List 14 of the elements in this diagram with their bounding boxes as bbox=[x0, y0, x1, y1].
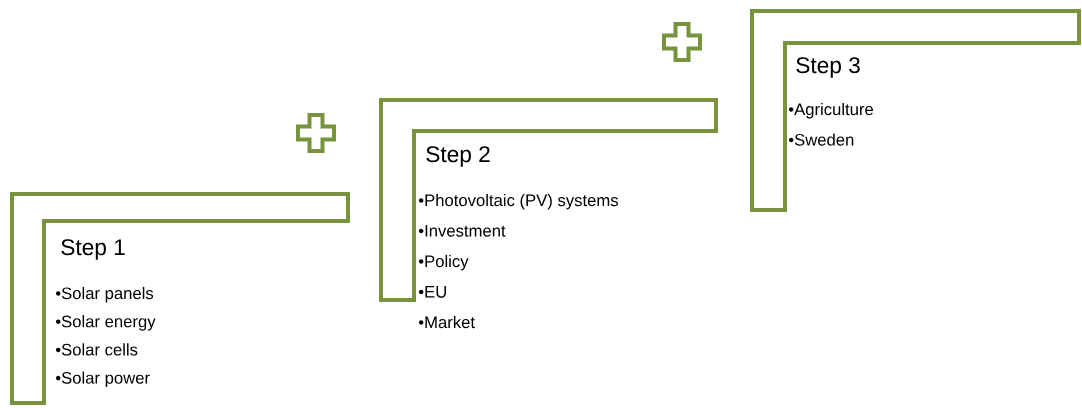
step-heading: Step 2 bbox=[426, 146, 490, 167]
bullet-item: •Solar energy bbox=[55, 315, 156, 331]
bullet-item: •Policy bbox=[418, 254, 469, 271]
bullet-item: •Sweden bbox=[788, 133, 854, 146]
bullet-item: •Investment bbox=[418, 225, 506, 237]
step-heading: Step 1 bbox=[61, 239, 125, 260]
bullet-item: •Solar cells bbox=[55, 343, 138, 356]
bullet-item: •Solar power bbox=[55, 371, 150, 388]
bullet-item: •EU bbox=[418, 286, 446, 298]
bullet-item: •Agriculture bbox=[788, 102, 873, 119]
bullet-item: •Market bbox=[418, 315, 475, 329]
bullet-item: •Photovoltaic (PV) systems bbox=[418, 193, 618, 210]
step-heading: Step 3 bbox=[796, 57, 860, 78]
bullet-item: •Solar panels bbox=[55, 286, 154, 303]
